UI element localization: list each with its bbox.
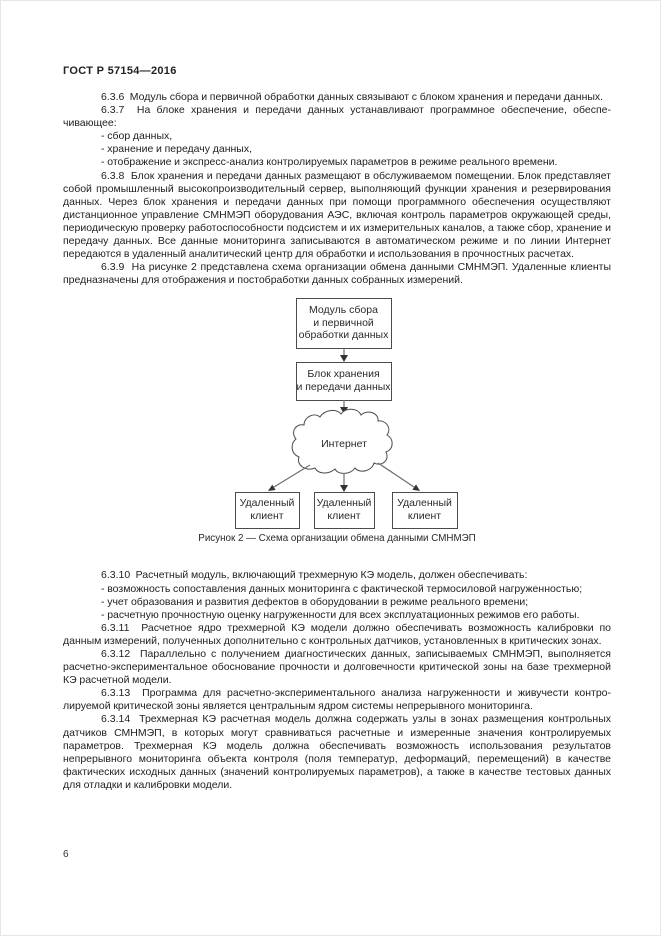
paragraph-6-3-14: 6.3.14 Трехмерная КЭ расчетная модель до… [63,713,611,791]
internet-label: Интернет [321,438,367,451]
paragraph-6-3-9: 6.3.9 На рисунке 2 представлена схема ор… [63,261,611,287]
arrow-head [340,485,348,493]
arrow-head [412,484,420,492]
client-box-outline [235,492,300,530]
list-item-store: - хранение и передачу данных, [101,143,253,156]
module-box-label: Модуль сбора и первичной обработки данны… [298,304,389,342]
client-box-label: Удаленный клиент [316,497,372,522]
figure-2-drawing [235,298,458,530]
list-item-strength: - расчетную прочностную оценку нагруженн… [101,608,580,621]
page-content: ГОСТ Р 57154—2016 6.3.6 Модуль сбора и п… [63,65,611,792]
document-header: ГОСТ Р 57154—2016 [63,65,177,77]
internet-cloud-shape [291,409,393,475]
module-box-outline [296,298,392,350]
client-box-label: Удаленный клиент [397,497,452,522]
paragraph-6-3-11: 6.3.11 Расчетное ядро трехмерной КЭ моде… [63,621,611,647]
paragraph-6-3-12: 6.3.12 Параллельно с получением диагност… [63,647,611,687]
client-box-label: Удаленный клиент [239,497,295,522]
list-item-display: - отображение и экспресс-анализ контроли… [101,156,558,169]
client-box-outline [392,492,458,530]
paragraph-6-3-10: 6.3.10 Расчетный модуль, включающий трех… [101,569,528,582]
storage-box-label: Блок хранения и передачи данных [296,368,391,393]
figure-2-diagram: Модуль сбора и первичной обработки данны… [63,297,611,549]
figure-caption: Рисунок 2 — Схема организации обмена дан… [198,533,476,545]
list-item-defects: - учет образования и развития дефектов в… [101,595,529,608]
paragraph-6-3-13: 6.3.13 Программа для расчетно-эксперимен… [63,687,611,713]
page-number: 6 [63,849,69,860]
arrow-head [268,485,276,492]
arrow-head [340,355,348,363]
list-item-collect: - сбор данных, [101,130,173,143]
arrow-line [377,462,415,488]
paragraph-6-3-8: 6.3.8 Блок хранения и передачи данных ра… [63,169,611,261]
storage-box-outline [296,362,392,402]
client-box-outline [314,492,375,530]
paragraph-6-3-6: 6.3.6 Модуль сбора и первичной обработки… [101,91,604,103]
arrow-line [273,464,311,488]
paragraph-6-3-7: 6.3.7 На блоке хранения и передачи данны… [63,104,611,130]
list-item-compare: - возможность сопоставления данных монит… [101,582,583,595]
